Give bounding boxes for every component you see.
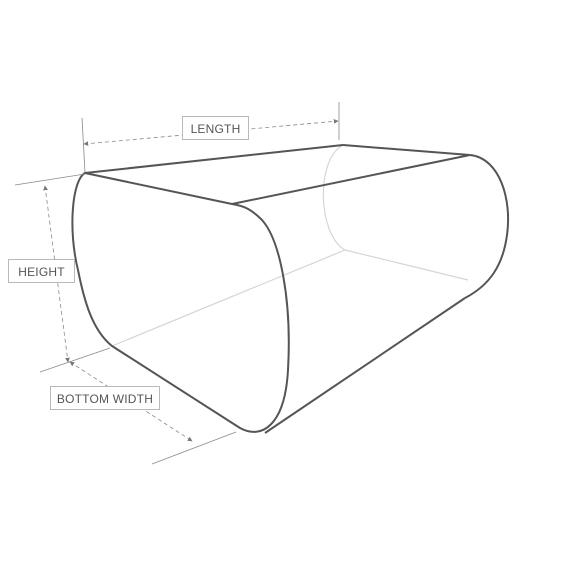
bottom-side-edge: [264, 297, 466, 434]
bottom-width-extension-front: [151, 431, 237, 465]
height-extension-bottom: [39, 347, 111, 373]
front-bottom-hidden-edge: [111, 249, 346, 347]
cushion-outline: [71, 144, 510, 434]
height-label: HEIGHT: [8, 259, 75, 283]
back-bottom-hidden-edge: [344, 249, 469, 281]
top-diagonal-edge: [231, 154, 471, 205]
bottom-width-label: BOTTOM WIDTH: [50, 386, 160, 410]
top-front-edge: [84, 144, 344, 174]
back-end-hidden-curve: [322, 144, 346, 251]
back-end-face: [464, 154, 510, 299]
length-extension-left: [81, 117, 86, 173]
hidden-edges: [111, 144, 469, 347]
top-back-edge: [342, 144, 471, 156]
front-end-face: [71, 172, 290, 433]
length-label: LENGTH: [182, 116, 249, 140]
height-dimension-line: [43, 185, 70, 363]
height-extension-top: [14, 173, 86, 186]
